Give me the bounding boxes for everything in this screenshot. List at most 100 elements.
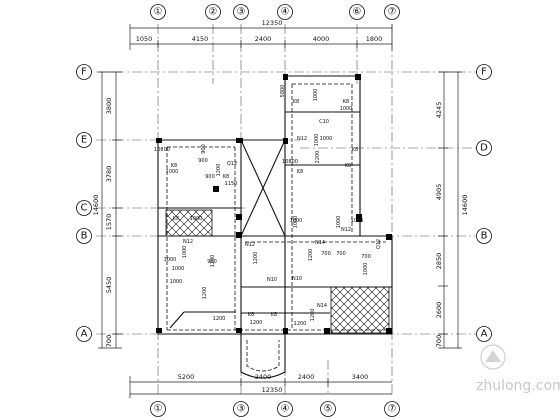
column xyxy=(156,138,162,143)
member-label: N10 xyxy=(292,276,302,282)
member-label: K8 xyxy=(293,99,299,105)
axis-label: A xyxy=(481,329,488,340)
axis-bubbles: ① ② ③ ④ ⑥ ⑦ ① ③ ④ ⑤ ⑦ F E C B A F D B A xyxy=(76,4,492,417)
member-label: N12 xyxy=(245,242,255,248)
zhulong-watermark: zhulong.com xyxy=(476,344,560,394)
member-label: 1200 xyxy=(308,249,314,262)
axis-label: ④ xyxy=(281,404,290,415)
member-label: 1200 xyxy=(216,164,222,177)
axis-label: ② xyxy=(209,7,218,18)
axis-label: ⑦ xyxy=(388,7,397,18)
axis-label: C xyxy=(81,203,88,214)
member-label: N14 xyxy=(315,240,325,246)
member-label: 1000 xyxy=(290,218,303,224)
member-label: 1000 xyxy=(190,216,203,222)
dimension-label: 3400 xyxy=(352,373,369,381)
axis-bubble-left-A: A xyxy=(76,326,92,342)
member-label: 1000 xyxy=(293,216,299,229)
right-dimension-chain: 4245 4905 2850 2600 700 14600 xyxy=(435,71,469,349)
member-label: 10800 xyxy=(154,147,170,153)
axis-bubble-top-7: ⑦ xyxy=(384,4,400,20)
dimension-label: 4150 xyxy=(192,35,209,43)
dimension-label: 3800 xyxy=(105,98,113,115)
axis-bubble-left-B: B xyxy=(76,228,92,244)
column xyxy=(386,234,392,240)
member-label: 1000 xyxy=(314,134,320,147)
member-label: K8 xyxy=(343,99,349,105)
member-label: K8 xyxy=(248,312,254,318)
dimension-label: 2400 xyxy=(255,373,272,381)
column xyxy=(283,74,288,80)
dimension-label: 2600 xyxy=(435,302,443,319)
dimension-label: 700 xyxy=(435,335,443,347)
dimension-total-right: 14600 xyxy=(461,195,469,216)
column xyxy=(213,186,219,192)
member-label: 1000 xyxy=(320,136,333,142)
axis-bubble-right-B: B xyxy=(476,228,492,244)
member-label: 1000 xyxy=(340,106,353,112)
left-dimension-chain: 3800 3780 1570 5450 700 14600 xyxy=(92,71,122,349)
axis-label: F xyxy=(481,67,487,78)
member-label: K8 xyxy=(352,147,358,153)
member-label: K8 xyxy=(297,169,303,175)
member-label: 1150 xyxy=(225,181,238,187)
axis-label: F xyxy=(81,67,87,78)
member-label: 1000 xyxy=(182,246,188,259)
member-label: 1000 xyxy=(363,263,369,276)
dimension-label: 4905 xyxy=(435,184,443,201)
member-label: N12 xyxy=(297,136,307,142)
axis-bubble-bottom-3: ③ xyxy=(233,401,249,417)
member-label: 1000 xyxy=(164,257,177,263)
axis-bubble-left-F: F xyxy=(76,64,92,80)
member-label: 900 xyxy=(201,144,207,154)
axis-label: ⑥ xyxy=(353,7,362,18)
member-label: 1200 xyxy=(213,316,226,322)
dimension-label: 3780 xyxy=(105,166,113,183)
member-label: 1200 xyxy=(202,287,208,300)
column xyxy=(236,328,242,333)
axis-label: ① xyxy=(154,7,163,18)
axis-bubble-bottom-5: ⑤ xyxy=(320,401,336,417)
dimension-label: 4245 xyxy=(435,102,443,119)
member-label: 1200 xyxy=(294,321,307,327)
column xyxy=(356,214,362,222)
dimension-label: 2850 xyxy=(435,253,443,270)
member-label: 1000 xyxy=(166,169,179,175)
member-label: N12 xyxy=(341,227,351,233)
columns xyxy=(156,74,392,334)
axis-bubble-right-D: D xyxy=(476,140,492,156)
member-label: 900 xyxy=(198,158,208,164)
member-label: K8 xyxy=(171,163,177,169)
axis-label: ③ xyxy=(237,7,246,18)
column xyxy=(236,232,242,238)
watermark-text: zhulong.com xyxy=(476,378,560,394)
column xyxy=(156,328,162,333)
axis-label: ⑦ xyxy=(388,404,397,415)
member-label: 700 xyxy=(321,251,331,257)
member-label: 1200 xyxy=(250,320,263,326)
dimension-label: 1570 xyxy=(105,214,113,231)
bottom-dimension-chain: 5200 2400 2400 3400 12350 xyxy=(129,373,392,398)
column xyxy=(324,328,330,334)
member-label: 1000 xyxy=(313,89,319,102)
axis-label: E xyxy=(81,135,87,146)
member-label: C10 xyxy=(319,119,329,125)
member-label: 5800 xyxy=(280,85,286,98)
hatched-opening-right xyxy=(330,286,390,334)
axis-label: ④ xyxy=(281,7,290,18)
axis-bubble-top-3: ③ xyxy=(233,4,249,20)
dimension-total-bottom: 12350 xyxy=(262,386,283,394)
member-label: 1000 xyxy=(170,279,183,285)
dimension-label: 1800 xyxy=(366,35,383,43)
dimension-total-left: 14600 xyxy=(92,195,100,216)
axis-bubble-top-6: ⑥ xyxy=(349,4,365,20)
column xyxy=(386,328,392,334)
member-label: K8 xyxy=(345,163,351,169)
dimension-total-top: 12350 xyxy=(262,19,283,27)
member-label: 1000 xyxy=(351,218,364,224)
axis-bubble-bottom-4: ④ xyxy=(277,401,293,417)
axis-bubble-top-1: ① xyxy=(150,4,166,20)
axis-label: ⑤ xyxy=(324,404,333,415)
